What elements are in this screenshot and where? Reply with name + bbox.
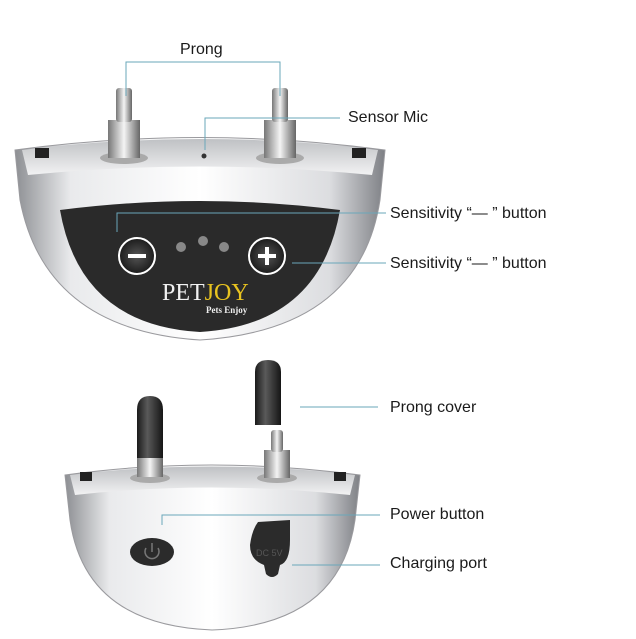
- indicator-light: [176, 242, 186, 252]
- power-icon: [144, 547, 160, 560]
- prong-left: [100, 88, 148, 164]
- label-sensitivity-minus: Sensitivity “— ” button: [390, 205, 547, 222]
- port-label: DC 5V: [256, 548, 283, 558]
- collar-receiver-top-view: PETJOY Pets Enjoy: [14, 88, 386, 341]
- charging-port-cover[interactable]: DC 5V: [250, 520, 290, 577]
- minus-icon: [128, 254, 146, 258]
- sensitivity-plus-button[interactable]: [248, 237, 286, 275]
- prong-with-cover: [130, 396, 170, 483]
- brand-logo: PETJOY: [162, 280, 249, 306]
- indicator-light: [219, 242, 229, 252]
- prong-right: [256, 88, 304, 164]
- control-panel: [60, 201, 340, 332]
- indicator-light: [198, 236, 208, 246]
- label-power-button: Power button: [390, 506, 485, 523]
- label-sensitivity-plus: Sensitivity “— ” button: [390, 255, 547, 272]
- power-button[interactable]: [130, 538, 174, 566]
- callout-lines: [116, 61, 386, 566]
- prong-cover-detached: [255, 360, 281, 425]
- sensitivity-minus-button[interactable]: [118, 237, 156, 275]
- brand-tagline: Pets Enjoy: [206, 305, 248, 315]
- sensor-mic: [201, 153, 207, 159]
- prong-exposed: [257, 430, 297, 483]
- label-sensor-mic: Sensor Mic: [348, 109, 429, 126]
- label-prong-cover: Prong cover: [390, 399, 477, 416]
- label-charging-port: Charging port: [390, 555, 487, 572]
- label-prong: Prong: [180, 41, 223, 58]
- collar-receiver-bottom-view: DC 5V: [64, 360, 361, 631]
